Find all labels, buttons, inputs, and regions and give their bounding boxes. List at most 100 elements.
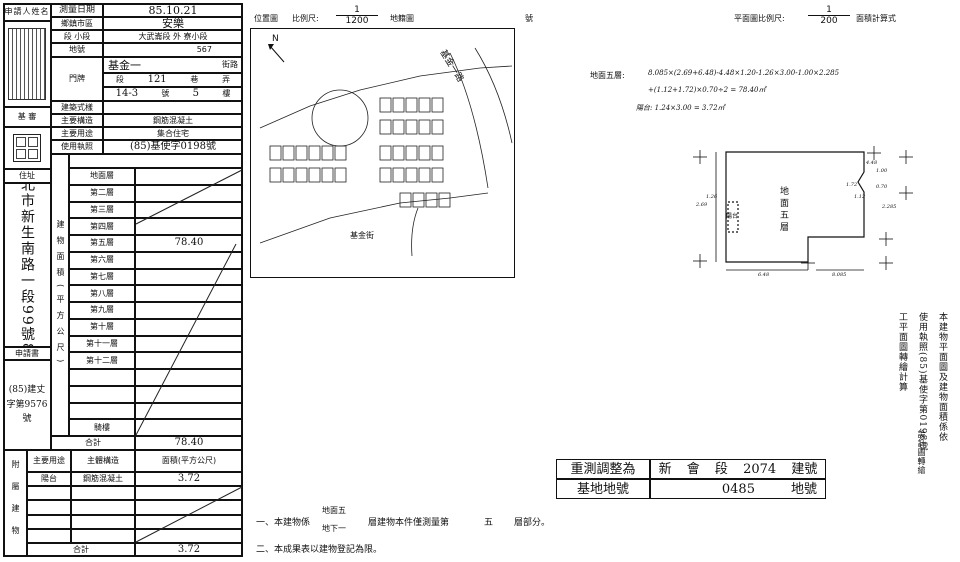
- balcony-calc: 陽台: 1.24×3.00 = 3.72㎡: [636, 104, 725, 112]
- map-building-block: [418, 167, 431, 183]
- map-building-block: [282, 145, 295, 161]
- map-building-block: [269, 145, 282, 161]
- door-number-row: 14-3 號 5 樓: [103, 87, 243, 101]
- remeasure-label: 重測調整為: [556, 459, 650, 479]
- map-building-block: [321, 167, 334, 183]
- annex-total-label: 合計: [27, 543, 135, 557]
- door-lane: 121: [147, 74, 167, 85]
- note-2: 二、本成果表以建物登記為限。: [256, 545, 383, 555]
- site-value-2: 567: [103, 43, 243, 57]
- plan-dimension: 1.00: [876, 168, 888, 174]
- remeasure-value-row: 新 會 段 2074 建號: [650, 459, 826, 479]
- north-arrow-label: N: [272, 34, 279, 44]
- plan-scale-fraction: 1 200: [808, 5, 850, 26]
- note-1-end: 層部分。: [514, 518, 551, 528]
- floor-row-value: [135, 352, 243, 369]
- site-label-2: 地號: [51, 43, 103, 57]
- base-land-value-row: 0485 地號: [650, 479, 826, 499]
- construction-value-2: 集合住宅: [103, 127, 243, 140]
- annex-row-area: 3.72: [135, 472, 243, 487]
- door-road: 基金一: [108, 58, 141, 72]
- door-section: 段: [115, 75, 124, 84]
- app-no-value: (85)建丈字第9576號: [6, 385, 48, 425]
- annex-col-struct: 主體構造: [71, 450, 135, 472]
- note-1-bottom: 地下一: [322, 524, 346, 533]
- plan-dimension: 6.48: [758, 272, 769, 276]
- map-building-block: [308, 145, 321, 161]
- note-col-1: 本建物平面圖及建物面積係依: [937, 312, 947, 442]
- area-calc-title: 面積計算式: [856, 14, 896, 23]
- applicant-name-stamp: [3, 21, 51, 107]
- app-no-label: 申請書: [3, 347, 51, 360]
- floor-row-value: [135, 302, 243, 319]
- door-floor: 5: [192, 88, 200, 99]
- door-floor-suffix: 樓: [222, 89, 231, 98]
- annex-total-value: 3.72: [135, 543, 243, 557]
- plan-dimension: 0.70: [876, 184, 888, 190]
- annex-row-struct: [71, 528, 135, 543]
- floor-row-name: 第二層: [69, 184, 135, 202]
- plan-balcony-label: 陽台: [726, 212, 738, 220]
- floor-row-value: [135, 419, 243, 436]
- plan-scale-title: 平面圖比例尺:: [734, 14, 785, 23]
- cadastral-map-label: 地籍圖: [390, 14, 414, 23]
- map-building-block: [425, 192, 438, 208]
- construction-label-2: 主要用途: [51, 127, 103, 140]
- door-lane-suffix: 巷: [190, 75, 199, 84]
- map-building-block: [295, 145, 308, 161]
- location-map-frame: [250, 28, 515, 278]
- floor-row-name: 第十一層: [69, 335, 135, 353]
- floor-row-value: 78.40: [135, 235, 243, 252]
- map-building-block: [431, 97, 444, 113]
- map-building-block: [438, 192, 451, 208]
- calc-line-1: 8.085×(2.69+6.48)-4.48×1.20-1.26×3.00-1.…: [648, 69, 840, 77]
- annex-row-use: [27, 528, 71, 543]
- floor-row-value: [135, 218, 243, 235]
- cadastral-map-hao: 號: [525, 14, 533, 23]
- floor-row-value: [135, 369, 243, 386]
- floor-row-name: 第四層: [69, 218, 135, 235]
- floor-row-name: 第九層: [69, 302, 135, 319]
- map-building-block: [412, 192, 425, 208]
- map-building-block: [295, 167, 308, 183]
- address-cell: 台北市新生南路一段99號8樓: [3, 183, 51, 347]
- site-value-0: 安樂: [103, 17, 243, 30]
- survey-date-value: 85.10.21: [103, 3, 243, 17]
- plan-dimension: 8.085: [832, 272, 846, 276]
- review-cell: 基 審: [3, 107, 51, 127]
- map-building-block: [418, 145, 431, 161]
- floor-row-name: [69, 369, 135, 386]
- area-side-label: 建物面積(平方公尺): [51, 154, 69, 436]
- map-building-block: [418, 119, 431, 135]
- land-number: 0485: [721, 481, 755, 497]
- plan-dimension: 2.285: [881, 204, 896, 210]
- annex-row-struct: [71, 514, 135, 529]
- site-label-0: 鄉鎮市區: [51, 17, 103, 30]
- map-building-block: [308, 167, 321, 183]
- floor-row-name: [69, 402, 135, 420]
- note-1-prefix: 一、本建物係: [256, 518, 311, 528]
- door-number-suffix: 號: [161, 89, 170, 98]
- floor-row-name: 地面層: [69, 168, 135, 185]
- floor-row-name: 第三層: [69, 201, 135, 219]
- seal-image: [13, 134, 41, 162]
- floor-row-name: 第八層: [69, 285, 135, 302]
- map-building-block: [399, 192, 412, 208]
- map-building-block: [431, 167, 444, 183]
- applicant-label: 申請人姓名: [3, 3, 51, 21]
- map-building-block: [405, 145, 418, 161]
- map-building-block: [392, 119, 405, 135]
- plan-dimension: 1.72: [846, 182, 857, 188]
- map-building-block: [334, 167, 347, 183]
- calc-label: 地面五層:: [590, 71, 625, 80]
- floor-row-value: [135, 201, 243, 219]
- plan-room-label: 地面五層: [780, 185, 789, 233]
- annex-row-use: [27, 514, 71, 529]
- map-building-block: [269, 167, 282, 183]
- map-building-block: [379, 97, 392, 113]
- map-building-block: [431, 119, 444, 135]
- total-label: 合計: [51, 436, 135, 450]
- calc-line-2: +(1.12+1.72)×0.70÷2 = 78.40㎡: [648, 86, 766, 94]
- construction-label-0: 建築式樣: [51, 101, 103, 114]
